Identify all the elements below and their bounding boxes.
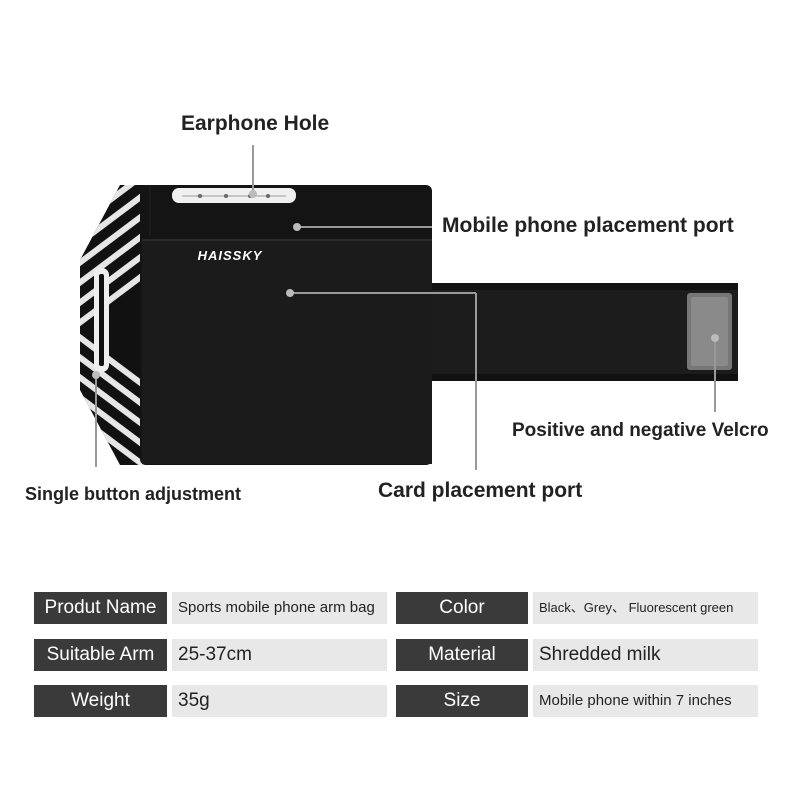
armband-illustration: HAISSKY <box>80 145 738 470</box>
spec-label-suitable-arm: Suitable Arm <box>34 639 167 671</box>
earphone-slot <box>172 188 296 203</box>
earphone-hole-label: Earphone Hole <box>181 112 330 135</box>
card-port-label: Card placement port <box>378 479 583 502</box>
spec-value-suitable-arm: 25-37cm <box>172 639 387 671</box>
velcro-label: Positive and negative Velcro <box>512 420 769 441</box>
single-button-label: Single button adjustment <box>25 484 241 504</box>
brand-logo: HAISSKY <box>198 248 263 263</box>
reflective-panel <box>80 185 145 465</box>
mobile-port-label: Mobile phone placement port <box>442 214 734 237</box>
spec-label-color: Color <box>396 592 528 624</box>
leader-lines <box>95 145 716 470</box>
strap <box>395 283 738 381</box>
spec-value-weight: 35g <box>172 685 387 717</box>
spec-value-material: Shredded milk <box>533 639 758 671</box>
spec-value-color: Black、Grey、 Fluorescent green <box>533 592 758 624</box>
spec-value-product-name: Sports mobile phone arm bag <box>172 592 387 624</box>
spec-label-size: Size <box>396 685 528 717</box>
spec-label-product-name: Produt Name <box>34 592 167 624</box>
spec-label-material: Material <box>396 639 528 671</box>
spec-label-weight: Weight <box>34 685 167 717</box>
spec-value-size: Mobile phone within 7 inches <box>533 685 758 717</box>
pocket-body <box>140 185 432 465</box>
velcro-patch <box>687 293 732 370</box>
